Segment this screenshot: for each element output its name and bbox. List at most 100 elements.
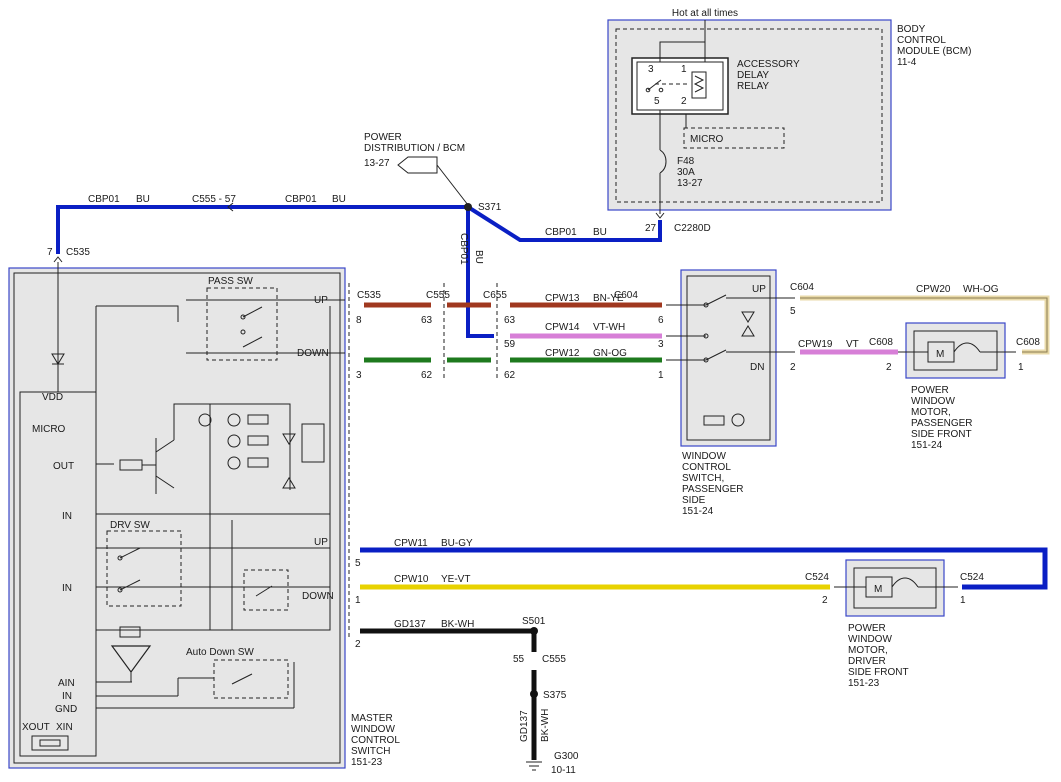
pin-59: 59 xyxy=(504,339,516,350)
cbp01-left-color: BU xyxy=(136,194,150,205)
master-title-2: WINDOW xyxy=(351,724,395,735)
pass-motor-m: M xyxy=(936,349,944,360)
power-dist-connector-icon xyxy=(397,156,438,174)
c2280d-pin: 27 xyxy=(645,223,657,234)
pass-sw-up: UP xyxy=(314,295,328,306)
pass-switch-title-5: SIDE xyxy=(682,495,706,506)
fuse-label-1: F48 xyxy=(677,156,695,167)
pass-switch-box xyxy=(680,269,777,447)
pin-1-c604: 1 xyxy=(658,370,664,381)
pass-sw-box xyxy=(206,287,278,361)
splice-s371-label: S371 xyxy=(478,202,502,213)
bcm-title-2: CONTROL xyxy=(897,35,946,46)
master-title-4: SWITCH xyxy=(351,746,390,757)
pass-sw-label: PASS SW xyxy=(208,276,253,287)
relay-pin-2: 2 xyxy=(681,96,687,107)
c604-label: C604 xyxy=(614,290,638,301)
splice-s375-label: S375 xyxy=(543,690,567,701)
master-title-3: CONTROL xyxy=(351,735,400,746)
pin-5-c604: 5 xyxy=(790,306,796,317)
master-diode-icon xyxy=(51,353,65,365)
pin-2-c604: 2 xyxy=(790,362,796,373)
sensor-box-icon xyxy=(301,423,325,463)
drv-motor-title-6: 151-23 xyxy=(848,678,880,689)
drv-sw-down: DOWN xyxy=(302,591,334,602)
power-dist-ref: 13-27 xyxy=(364,158,390,169)
gd137-vert-label: GD137 xyxy=(519,710,530,742)
cpw10-color: YE-VT xyxy=(441,574,470,585)
relay-coil-icon xyxy=(691,71,707,99)
crystal-icon xyxy=(31,735,69,751)
bcm-box xyxy=(607,19,892,211)
splice-s371-dot xyxy=(464,203,472,211)
relay-label-1: ACCESSORY xyxy=(737,59,800,70)
vdd-label: VDD xyxy=(42,392,63,403)
c2280d-label: C2280D xyxy=(674,223,711,234)
c608-left-label: C608 xyxy=(869,337,893,348)
pass-motor-title-4: PASSENGER xyxy=(911,418,973,429)
pass-diode-icon-2 xyxy=(741,325,755,337)
hot-at-all-times-label: Hot at all times xyxy=(672,8,738,19)
pass-motor-title-2: WINDOW xyxy=(911,396,955,407)
drv-motor-title-5: SIDE FRONT xyxy=(848,667,909,678)
pin-63-a: 63 xyxy=(421,315,433,326)
splice-s501-dot xyxy=(530,627,538,635)
cpw11-label: CPW11 xyxy=(394,538,428,549)
drv-motor-title-3: MOTOR, xyxy=(848,645,888,656)
in-label-1: IN xyxy=(62,511,72,522)
pass-switch-title-1: WINDOW xyxy=(682,451,726,462)
pass-led-icon xyxy=(731,413,745,427)
cbp01-vert-label: CBP01 xyxy=(458,233,469,265)
pin-1-drv: 1 xyxy=(355,595,361,606)
fuse-f48-icon xyxy=(659,149,667,174)
c555-ground-label: C555 xyxy=(542,654,566,665)
relay-label-2: DELAY xyxy=(737,70,769,81)
splice-s375-dot xyxy=(530,690,538,698)
bcm-dashed-inner xyxy=(615,28,883,203)
xin-label: XIN xyxy=(56,722,73,733)
out-label: OUT xyxy=(53,461,74,472)
cbp01-left-label: CBP01 xyxy=(88,194,120,205)
in-label-2: IN xyxy=(62,583,72,594)
pass-switch-up: UP xyxy=(752,284,766,295)
cpw13-color: BN-YE xyxy=(593,293,624,304)
drv-sw-label: DRV SW xyxy=(110,520,150,531)
pin-6: 6 xyxy=(658,315,664,326)
pin-63-b: 63 xyxy=(504,315,516,326)
power-dist-label-1: POWER xyxy=(364,132,402,143)
pin-3: 3 xyxy=(658,339,664,350)
drv-motor-title-4: DRIVER xyxy=(848,656,886,667)
ain-label: AIN xyxy=(58,678,75,689)
cpw20-label: CPW20 xyxy=(916,284,951,295)
gd137-color: BK-WH xyxy=(441,619,474,630)
drv-motor-title-2: WINDOW xyxy=(848,634,892,645)
bcm-title-3: MODULE (BCM) xyxy=(897,46,971,57)
gd137-label: GD137 xyxy=(394,619,426,630)
pass-sw-down: DOWN xyxy=(297,348,329,359)
bcm-micro-box xyxy=(683,127,785,149)
cbp01-right-label: CBP01 xyxy=(545,227,577,238)
fuse-label-3: 13-27 xyxy=(677,178,703,189)
led-icon-4 xyxy=(227,456,241,470)
master-micro-label: MICRO xyxy=(32,424,66,435)
accessory-delay-relay xyxy=(631,57,729,115)
pass-switch-title-3: SWITCH, xyxy=(682,473,724,484)
cpw10-label: CPW10 xyxy=(394,574,429,585)
master-title-5: 151-23 xyxy=(351,757,383,768)
wire-cbp01-down xyxy=(466,207,494,338)
c608-right-label: C608 xyxy=(1016,337,1040,348)
bcm-micro-label: MICRO xyxy=(690,134,724,145)
cpw19-label: CPW19 xyxy=(798,339,833,350)
relay-pin-3: 3 xyxy=(648,64,654,75)
splice-s501-label: S501 xyxy=(522,616,546,627)
power-dist-label-2: DISTRIBUTION / BCM xyxy=(364,143,465,154)
c535-label: C535 xyxy=(357,290,381,301)
pass-motor-title-1: POWER xyxy=(911,385,949,396)
c535-top-pin: 7 xyxy=(47,247,53,258)
led-icon-1 xyxy=(198,413,212,427)
cpw14-color: VT-WH xyxy=(593,322,625,333)
xout-label: XOUT xyxy=(22,722,50,733)
pass-switch-dn: DN xyxy=(750,362,764,373)
pass-motor-title-6: 151-24 xyxy=(911,440,943,451)
